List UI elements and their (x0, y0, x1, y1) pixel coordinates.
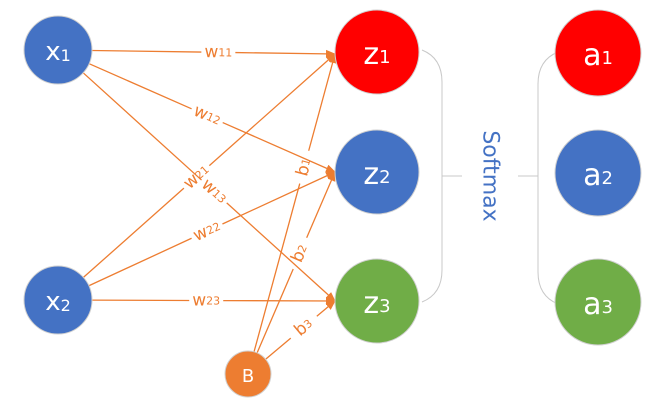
node-label-a1: a1 (583, 38, 613, 73)
edge-label-sub: 1 (298, 157, 312, 167)
node-z3: z3 (334, 258, 420, 344)
edge-arrow (222, 121, 336, 173)
node-circle (554, 129, 642, 217)
edge-label-b-z1: b1 (292, 156, 316, 178)
edge-label-sub: 11 (218, 46, 232, 59)
node-a1: a1 (554, 9, 642, 97)
edge-label-x1-z2: w12 (190, 101, 224, 131)
edge-x2-z3: w23 (91, 290, 336, 311)
edge-line (256, 268, 294, 354)
right-bracket (518, 51, 559, 305)
node-label-base: x (45, 287, 60, 317)
edge-b-z2: b2 (256, 171, 336, 354)
node-z1: z1 (334, 9, 420, 95)
node-label-sub: 2 (379, 167, 390, 188)
edge-line (88, 237, 192, 287)
edge-label-x2-z2: w22 (190, 216, 224, 246)
edge-line (253, 183, 301, 352)
node-label-x2: x2 (45, 287, 71, 317)
node-circle (23, 15, 93, 85)
node-circle (334, 258, 420, 344)
node-label-sub: 3 (379, 296, 390, 317)
node-label-sub: 2 (601, 168, 612, 189)
node-circle (334, 9, 420, 95)
node-circle (23, 265, 93, 335)
node-circle (554, 258, 642, 346)
node-label-x1: x1 (45, 37, 71, 67)
edge-label-b-z3: b3 (291, 314, 317, 341)
edge-line (265, 337, 292, 360)
node-circle (554, 9, 642, 97)
node-label-sub: 2 (61, 296, 71, 315)
edge-arrow (306, 171, 336, 239)
node-label-sub: 1 (61, 46, 71, 65)
edge-label-sub: 12 (204, 110, 222, 128)
node-label-base: B (242, 366, 254, 387)
node-circle (224, 350, 272, 398)
node-label-sub: 3 (601, 297, 612, 318)
node-z2: z2 (334, 129, 420, 215)
edge-label-sub: 23 (206, 294, 220, 307)
node-label-base: x (45, 37, 60, 67)
node-label-base: a (583, 38, 601, 73)
node-label-a2: a2 (583, 158, 613, 193)
edge-arrow (208, 53, 336, 167)
edge-x1-z2: w12 (88, 63, 336, 173)
node-label-sub: 1 (379, 47, 390, 68)
edge-label-base: w (204, 42, 218, 62)
edge-label-sub: 22 (204, 219, 222, 237)
softmax-brackets: Softmax (421, 49, 559, 305)
edge-line (82, 72, 202, 181)
node-label-base: z (363, 37, 379, 72)
node-label-sub: 1 (601, 48, 612, 69)
node-b: B (224, 350, 272, 398)
edge-line (82, 187, 185, 278)
edge-arrow (308, 53, 337, 151)
edge-line (91, 49, 202, 53)
node-a3: a3 (554, 258, 642, 346)
edge-label-x2-z3: w23 (192, 290, 220, 310)
edge-label-sub: 2 (295, 243, 310, 255)
edge-b-z1: b1 (253, 53, 337, 352)
left-bracket (421, 49, 462, 303)
node-label-base: a (583, 287, 601, 322)
node-label-z1: z1 (363, 37, 390, 72)
node-label-b: B (242, 366, 254, 387)
node-label-base: z (363, 286, 379, 321)
node-x1: x1 (23, 15, 93, 85)
edge-label-base: w (192, 290, 206, 310)
edge-line (88, 63, 192, 110)
edge-arrow (235, 49, 336, 58)
node-label-z2: z2 (363, 157, 390, 192)
edge-arrow (222, 171, 336, 225)
node-circle (334, 129, 420, 215)
node-label-base: a (583, 158, 601, 193)
node-label-z3: z3 (363, 286, 390, 321)
node-x2: x2 (23, 265, 93, 335)
softmax-label: Softmax (478, 130, 503, 221)
edge-label-base: b (292, 163, 314, 179)
edge-label-b-z2: b2 (287, 241, 312, 265)
edge-x2-z2: w22 (88, 171, 336, 287)
node-label-base: z (363, 157, 379, 192)
node-a2: a2 (554, 129, 642, 217)
edge-label-x1-z1: w11 (204, 42, 232, 62)
edge-arrow (316, 300, 336, 317)
node-label-a3: a3 (583, 287, 613, 322)
edge-x1-z1: w11 (91, 42, 336, 62)
